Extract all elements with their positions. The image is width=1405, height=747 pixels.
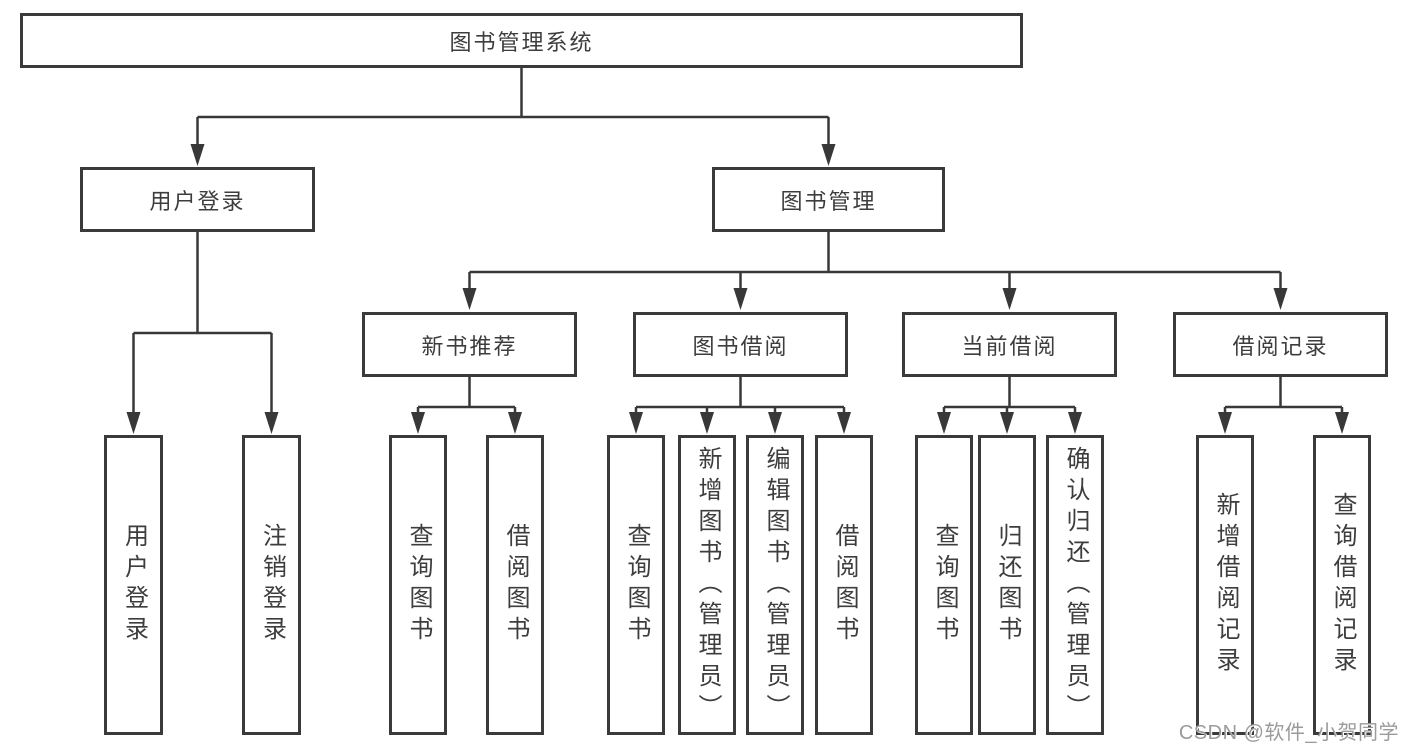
node-book-borrow: 图书借阅 — [633, 312, 848, 377]
arrowheads — [126, 144, 1349, 434]
node-label: 当前借阅 — [961, 333, 1058, 359]
node-label: 查询借阅记录 — [1329, 492, 1356, 678]
leaf-query-book-2: 查询图书 — [607, 435, 665, 735]
node-label: 查询图书 — [405, 523, 432, 647]
node-label: 图书借阅 — [692, 333, 789, 359]
node-system-root: 图书管理系统 — [20, 13, 1023, 68]
csdn-watermark: CSDN @软件_小贺同学 — [1178, 722, 1399, 744]
leaf-borrow-book-2: 借阅图书 — [815, 435, 873, 735]
node-label: 确认归还（管理员） — [1062, 445, 1089, 725]
node-book-management: 图书管理 — [712, 167, 945, 232]
node-label: 图书管理 — [780, 188, 877, 214]
node-label: 查询图书 — [623, 523, 650, 647]
node-label: 借阅图书 — [502, 523, 529, 647]
node-label: 借阅图书 — [831, 523, 858, 647]
node-label: 编辑图书（管理员） — [762, 445, 789, 725]
leaf-logout: 注销登录 — [242, 435, 301, 735]
node-label: 新增图书（管理员） — [694, 445, 721, 725]
leaf-query-borrow-record: 查询借阅记录 — [1313, 435, 1371, 735]
node-label: 用户登录 — [120, 523, 148, 647]
leaf-query-book-3: 查询图书 — [915, 435, 973, 735]
leaf-user-login: 用户登录 — [104, 435, 163, 735]
leaf-confirm-return-admin: 确认归还（管理员） — [1046, 435, 1104, 735]
node-current-borrow: 当前借阅 — [902, 312, 1117, 377]
leaf-return-book: 归还图书 — [978, 435, 1036, 735]
leaf-add-book-admin: 新增图书（管理员） — [678, 435, 736, 735]
leaf-edit-book-admin: 编辑图书（管理员） — [746, 435, 804, 735]
leaf-add-borrow-record: 新增借阅记录 — [1196, 435, 1254, 735]
node-label: 查询图书 — [931, 523, 958, 647]
node-label: 注销登录 — [258, 523, 286, 647]
node-label: 新书推荐 — [421, 333, 518, 359]
node-label: 用户登录 — [149, 188, 246, 214]
node-label: 借阅记录 — [1232, 333, 1329, 359]
leaf-borrow-book-1: 借阅图书 — [486, 435, 544, 735]
node-new-book-recommend: 新书推荐 — [362, 312, 577, 377]
node-user-login: 用户登录 — [80, 167, 315, 232]
node-label: 图书管理系统 — [449, 29, 594, 55]
node-borrow-record: 借阅记录 — [1173, 312, 1388, 377]
node-label: 新增借阅记录 — [1212, 492, 1239, 678]
node-label: 归还图书 — [994, 523, 1021, 647]
leaf-query-book-1: 查询图书 — [389, 435, 447, 735]
